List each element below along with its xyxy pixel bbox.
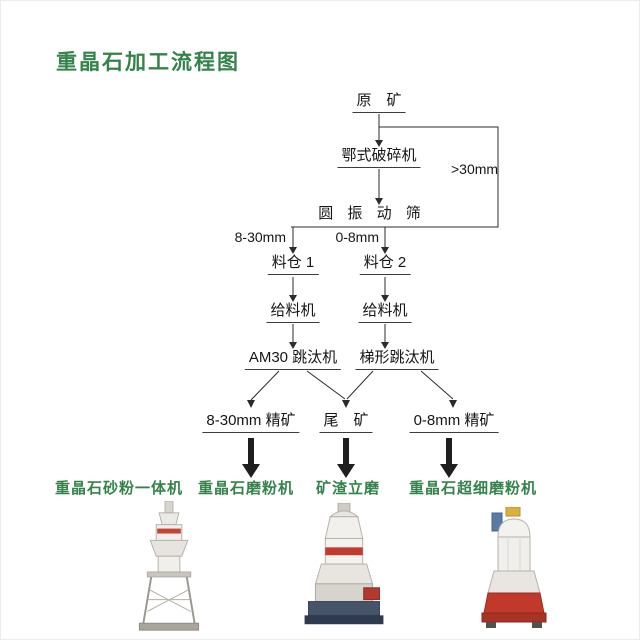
product-label-grinding-mill: 重晶石磨粉机 bbox=[197, 480, 295, 497]
product-label-slag-vertical-mill: 矿渣立磨 bbox=[315, 480, 381, 497]
node-bin-2: 料仓 2 bbox=[359, 255, 411, 275]
page-title: 重晶石加工流程图 bbox=[56, 51, 240, 74]
arrowhead-down bbox=[289, 342, 297, 349]
arrowhead-down bbox=[289, 295, 297, 302]
arrowhead-down bbox=[342, 400, 350, 408]
thin-connectors bbox=[247, 114, 499, 408]
arrowhead-down bbox=[375, 198, 383, 205]
node-concentrate-fine: 0-8mm 精矿 bbox=[409, 413, 499, 433]
ultrafine-mill-image bbox=[481, 507, 547, 628]
oversize-return-line bbox=[379, 126, 499, 228]
product-label-sand-powder-machine: 重晶石砂粉一体机 bbox=[54, 480, 184, 497]
node-feeder-right: 给料机 bbox=[358, 303, 412, 323]
arrowhead-down bbox=[247, 400, 255, 408]
thick-arrow-right bbox=[440, 438, 458, 478]
node-vibrating-screen: 圆 振 动 筛 bbox=[318, 205, 426, 222]
arrowhead-down bbox=[289, 247, 297, 254]
arrowhead-down bbox=[381, 295, 389, 302]
node-concentrate-coarse: 8-30mm 精矿 bbox=[202, 413, 300, 433]
label-screen-out-coarse: 8-30mm bbox=[234, 229, 286, 245]
thick-arrows bbox=[242, 438, 458, 478]
node-jig-trapezoid: 梯形跳汰机 bbox=[355, 350, 439, 370]
thick-arrow-middle bbox=[337, 438, 355, 478]
arrowhead-down bbox=[375, 140, 383, 147]
arrowhead-down bbox=[381, 247, 389, 254]
vertical-mill-image bbox=[304, 503, 384, 625]
node-tailings: 尾 矿 bbox=[319, 413, 373, 433]
node-raw-ore: 原 矿 bbox=[352, 93, 406, 113]
label-oversize-return: >30mm bbox=[451, 161, 499, 177]
thick-arrow-left bbox=[242, 438, 260, 478]
node-feeder-left: 给料机 bbox=[266, 303, 320, 323]
arrowhead-down bbox=[381, 342, 389, 349]
product-label-ultrafine-mill: 重晶石超细磨粉机 bbox=[408, 480, 538, 497]
node-jaw-crusher: 鄂式破碎机 bbox=[337, 148, 421, 168]
node-jig-am30: AM30 跳汰机 bbox=[244, 350, 342, 370]
arrowhead-down bbox=[449, 400, 457, 408]
node-bin-1: 料仓 1 bbox=[267, 255, 319, 275]
label-screen-out-fine: 0-8mm bbox=[335, 229, 379, 245]
raymond-mill-image bbox=[138, 501, 200, 631]
